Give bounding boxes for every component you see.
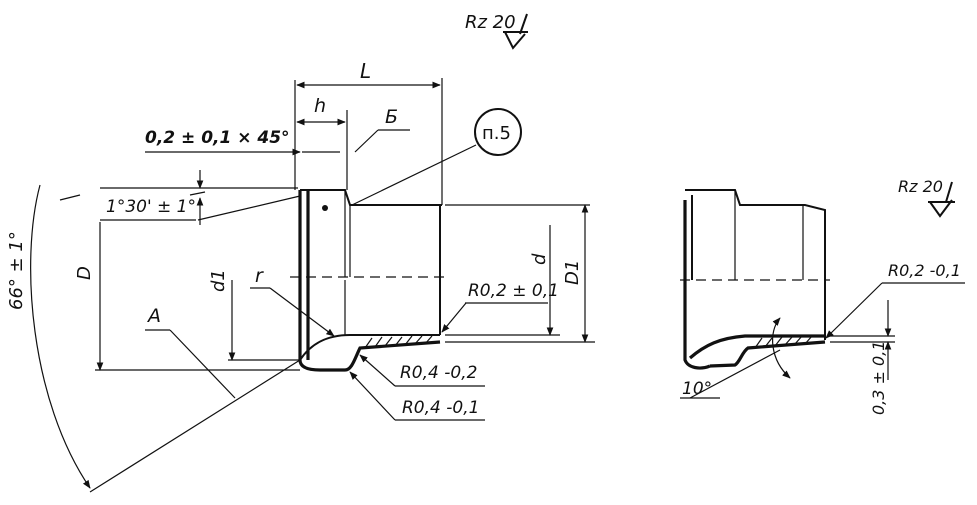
radius-1: R0,2 ± 0,1 (441, 281, 559, 333)
chamfer-note: 0,2 ± 0,1 × 45° (145, 128, 340, 156)
label-B-text: Б (385, 106, 398, 128)
left-view: Rz 20 (6, 12, 595, 493)
taper-angle-text: 1°30' ± 1° (106, 197, 196, 217)
label-A: A (145, 305, 236, 399)
roughness-triangle-right (928, 181, 955, 218)
angle-66: 66° ± 1° (6, 184, 301, 493)
part-body-right (680, 189, 830, 370)
radius-3: R0,4 -0,1 (349, 371, 485, 421)
taper-angle: 1°30' ± 1° (100, 170, 301, 225)
angle-66-text: 66° ± 1° (6, 231, 27, 310)
roughness-text-top: Rz 20 (465, 12, 516, 33)
dim-d1: d1 (208, 269, 300, 361)
label-B: Б (354, 106, 410, 153)
dim-d-D1: d D1 (445, 204, 595, 343)
roughness-symbol-top: Rz 20 (465, 12, 528, 50)
part-body (290, 189, 445, 372)
dim-D1-text: D1 (562, 260, 583, 285)
angle-10-text: 10° (682, 379, 712, 399)
hatching (364, 335, 433, 349)
dim-d1-text: d1 (208, 269, 229, 292)
right-view: Rz 20 R0,2 -0,1 (680, 177, 965, 415)
offset-right: 0,3 ± 0,1 (830, 300, 895, 415)
roughness-symbol-right: Rz 20 (898, 177, 955, 218)
radius-right-text: R0,2 -0,1 (888, 261, 961, 280)
dim-D-text: D (74, 266, 95, 280)
dim-d-text: d (529, 253, 550, 265)
roughness-text-right: Rz 20 (898, 177, 943, 196)
offset-right-text: 0,3 ± 0,1 (869, 341, 888, 415)
dim-D: D (74, 222, 300, 371)
label-r: r (250, 265, 335, 337)
dim-h: h (296, 95, 348, 190)
radius-right: R0,2 -0,1 (825, 261, 965, 339)
note-circle: п.5 (351, 108, 522, 206)
dim-L: L (294, 59, 443, 205)
roughness-triangle (503, 13, 528, 50)
radius-3-text: R0,4 -0,1 (402, 398, 479, 418)
dim-h-text: h (314, 95, 326, 117)
radius-2: R0,4 -0,2 (359, 354, 485, 387)
radius-2-text: R0,4 -0,2 (400, 363, 477, 383)
angle-10: 10° (680, 317, 791, 399)
dim-L-text: L (360, 59, 371, 83)
note-circle-text: п.5 (482, 123, 511, 144)
label-A-text: A (146, 305, 161, 327)
radius-1-text: R0,2 ± 0,1 (468, 281, 559, 301)
chamfer-note-text: 0,2 ± 0,1 × 45° (145, 128, 290, 148)
label-r-text: r (255, 265, 264, 287)
